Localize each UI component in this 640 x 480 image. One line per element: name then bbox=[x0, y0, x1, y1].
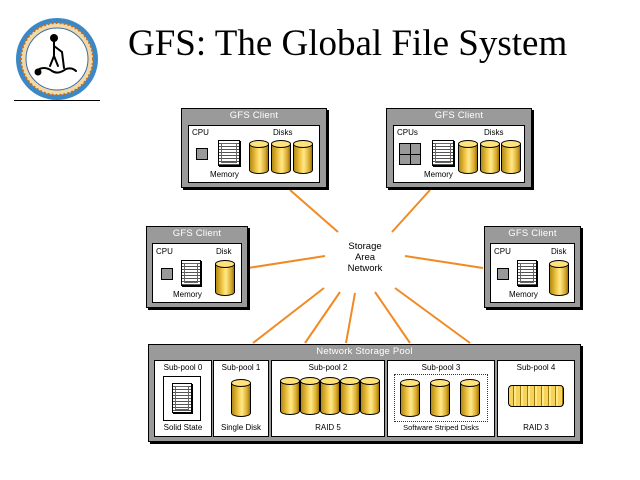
disk-cylinder-icon bbox=[501, 140, 521, 174]
subpool-name: Sub-pool 2 bbox=[308, 363, 348, 372]
subpool-label: Single Disk bbox=[220, 423, 261, 432]
subpool-label: Solid State bbox=[163, 423, 203, 432]
connector-pool-4 bbox=[394, 287, 471, 344]
gfs-client-middle-left: GFS Client CPU Memory Disk bbox=[146, 226, 248, 308]
connector-client-2 bbox=[247, 255, 326, 269]
memory-label: Memory bbox=[509, 290, 538, 299]
cpu-chip-icon bbox=[497, 268, 509, 280]
disk-cylinder-icon bbox=[400, 379, 420, 417]
san-label-line-1: Storage bbox=[348, 241, 382, 252]
subpool-4: Sub-pool 4 RAID 3 bbox=[497, 360, 575, 437]
page-title: GFS: The Global File System bbox=[128, 23, 568, 64]
disk-cylinder-icon bbox=[280, 377, 300, 415]
disk-cylinder-icon bbox=[231, 379, 251, 417]
storage-area-network-label: Storage Area Network bbox=[330, 241, 400, 274]
subpool-name: Sub-pool 0 bbox=[163, 363, 203, 372]
disk-cylinder-icon bbox=[300, 377, 320, 415]
client-title: GFS Client bbox=[508, 228, 557, 239]
disk-cylinder-icon bbox=[360, 377, 380, 415]
subpool-2: Sub-pool 2 RAID 5 bbox=[271, 360, 385, 437]
memory-module-icon bbox=[517, 260, 537, 286]
multi-cpu-chip-icon bbox=[399, 143, 421, 165]
memory-label: Memory bbox=[173, 290, 202, 299]
subpool-0: Sub-pool 0 Solid State bbox=[154, 360, 212, 437]
solid-state-frame bbox=[163, 376, 201, 421]
cpu-chip-icon bbox=[196, 148, 208, 160]
disk-label: Disk bbox=[551, 247, 567, 256]
disk-cylinder-icon bbox=[320, 377, 340, 415]
connector-pool-3 bbox=[374, 291, 411, 344]
connector-pool-0 bbox=[252, 287, 325, 344]
solid-state-memory-icon bbox=[172, 383, 192, 413]
subpool-label: RAID 5 bbox=[315, 423, 341, 432]
subpool-1: Sub-pool 1 Single Disk bbox=[213, 360, 269, 437]
san-label-line-2: Area bbox=[354, 252, 376, 263]
client-panel: CPU Memory Disks bbox=[188, 125, 320, 183]
connector-pool-1 bbox=[304, 291, 341, 344]
logo-seal-icon bbox=[16, 18, 98, 100]
memory-module-icon bbox=[432, 140, 454, 166]
client-panel: CPU Memory Disk bbox=[490, 243, 575, 303]
disk-cylinder-icon bbox=[293, 140, 313, 174]
gfs-client-middle-right: GFS Client CPU Memory Disk bbox=[484, 226, 581, 308]
raid-3-disk-array-icon bbox=[508, 385, 564, 407]
client-title: GFS Client bbox=[172, 228, 222, 239]
disks-label: Disks bbox=[484, 128, 504, 137]
title-divider bbox=[14, 100, 100, 101]
client-title: GFS Client bbox=[229, 110, 279, 121]
connector-client-1 bbox=[391, 189, 431, 233]
cpu-label: CPU bbox=[494, 247, 511, 256]
memory-label: Memory bbox=[210, 170, 239, 179]
subpool-name: Sub-pool 3 bbox=[421, 363, 461, 372]
network-storage-pool: Network Storage Pool Sub-pool 0 Solid St… bbox=[148, 344, 581, 442]
disk-cylinder-icon bbox=[249, 140, 269, 174]
disk-cylinder-icon bbox=[430, 379, 450, 417]
san-label-line-3: Network bbox=[347, 263, 383, 274]
subpool-3: Sub-pool 3 Software Striped Disks bbox=[387, 360, 495, 437]
gfs-client-top-right: GFS Client CPUs Memory Disks bbox=[386, 108, 532, 188]
disk-cylinder-icon bbox=[458, 140, 478, 174]
subpool-label: RAID 3 bbox=[523, 423, 549, 432]
connector-pool-2 bbox=[345, 292, 356, 344]
connector-client-3 bbox=[404, 255, 484, 269]
client-panel: CPUs Memory Disks bbox=[393, 125, 525, 183]
cpus-label: CPUs bbox=[397, 128, 418, 137]
striped-disks-outline bbox=[394, 374, 488, 422]
disk-cylinder-icon bbox=[549, 260, 569, 296]
connector-client-0 bbox=[289, 189, 339, 233]
subpool-name: Sub-pool 4 bbox=[516, 363, 556, 372]
cpu-chip-icon bbox=[161, 268, 173, 280]
memory-module-icon bbox=[218, 140, 240, 166]
disk-label: Disk bbox=[216, 247, 232, 256]
client-title: GFS Client bbox=[434, 110, 484, 121]
disk-cylinder-icon bbox=[271, 140, 291, 174]
cpu-label: CPU bbox=[192, 128, 209, 137]
pool-title: Network Storage Pool bbox=[316, 346, 413, 357]
gfs-client-top-left: GFS Client CPU Memory Disks bbox=[181, 108, 327, 188]
disk-cylinder-icon bbox=[480, 140, 500, 174]
client-panel: CPU Memory Disk bbox=[152, 243, 242, 303]
subpool-label: Software Striped Disks bbox=[403, 423, 479, 432]
disks-label: Disks bbox=[273, 128, 293, 137]
cpu-label: CPU bbox=[156, 247, 173, 256]
disk-cylinder-icon bbox=[215, 260, 235, 296]
disk-cylinder-icon bbox=[460, 379, 480, 417]
memory-label: Memory bbox=[424, 170, 453, 179]
memory-module-icon bbox=[181, 260, 201, 286]
subpool-name: Sub-pool 1 bbox=[221, 363, 261, 372]
disk-cylinder-icon bbox=[340, 377, 360, 415]
